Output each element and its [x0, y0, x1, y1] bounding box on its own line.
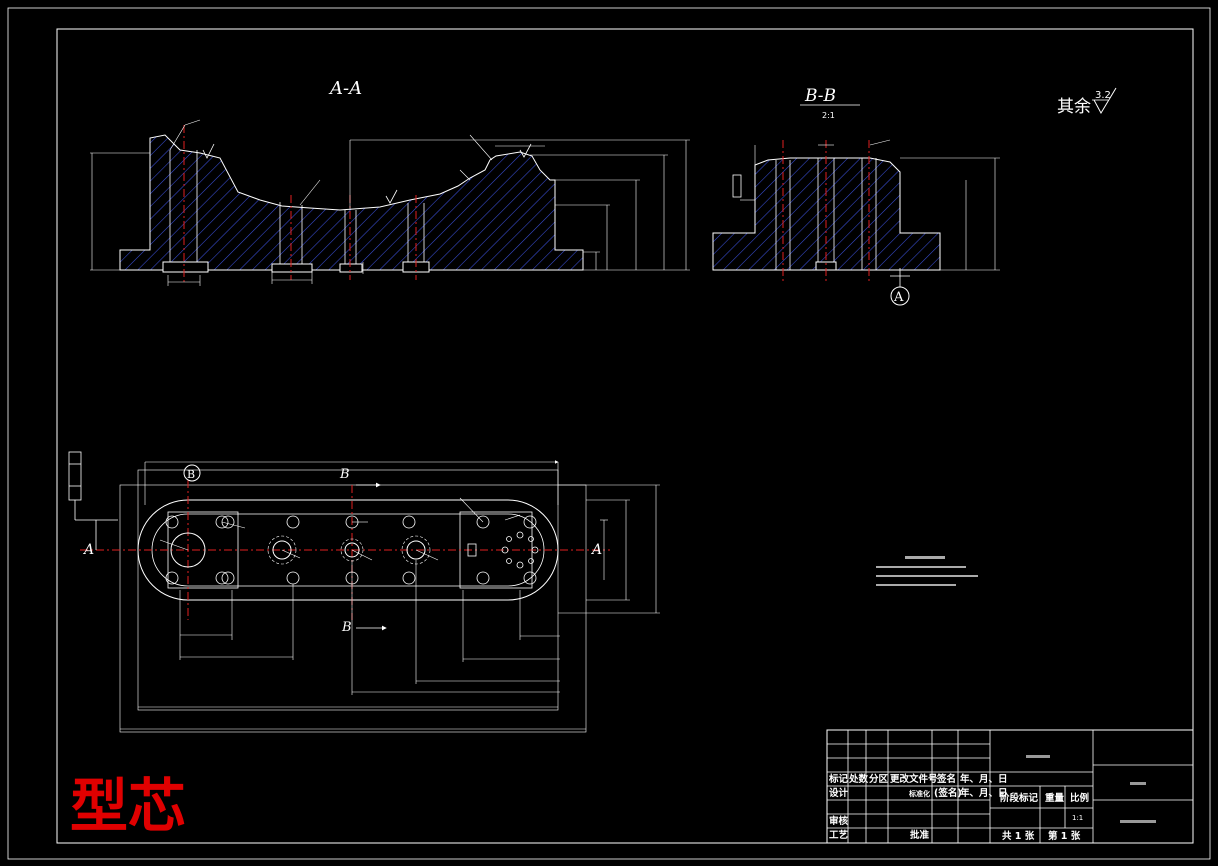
tb-review: 审核 [829, 815, 849, 827]
plan-view: A A B B B [68, 451, 660, 733]
section-aa-view: A-A [90, 78, 690, 286]
datum-b-circle-icon [183, 464, 201, 482]
tb-approve: 批准 [910, 829, 930, 841]
roughness-symbol-icon [1093, 87, 1117, 115]
plan-body-outline [137, 499, 559, 601]
datum-a-label: A [893, 290, 904, 305]
tb-count: 处数 [848, 773, 869, 785]
aa-counterbore-1 [162, 261, 209, 273]
tb-sheets-total: 共 1 张 [1002, 830, 1035, 842]
cut-mark-a-right: A [590, 542, 602, 558]
tb-design: 设计 [829, 787, 849, 799]
datum-a-circle-icon [890, 286, 910, 306]
cut-mark-b-bottom: B [341, 620, 352, 635]
sheet-outer-border [7, 7, 1211, 860]
section-bb-scale: 2:1 [822, 111, 835, 120]
plan-big-hole-left [170, 532, 206, 568]
sheet-inner-border [56, 28, 1194, 844]
tb-scale-value: 1:1 [1072, 814, 1083, 822]
section-aa-profile [119, 134, 584, 271]
tb-sign: 签名 [936, 773, 956, 785]
tb-mark: 标记 [828, 773, 849, 785]
section-aa-title: A-A [328, 78, 362, 99]
tb-date: 年、月、日 [960, 773, 1008, 785]
section-bb-view: B-B 2:1 A [712, 86, 1000, 306]
tb-doc: 更改文件号 [890, 773, 938, 785]
tb-sheet-no: 第 1 张 [1048, 830, 1081, 842]
surface-note-value: 3.2 [1095, 90, 1111, 101]
cut-mark-a-left: A [82, 542, 94, 558]
tb-stage: 阶段标记 [1000, 792, 1039, 804]
tb-scale: 比例 [1070, 792, 1089, 804]
aa-counterbore-3 [339, 263, 363, 273]
section-bb-profile [712, 157, 941, 271]
tb-standard: 标准化 [908, 789, 930, 798]
section-bb-title: B-B [804, 86, 836, 106]
tb-date2: 年、月、日 [960, 787, 1008, 799]
watermark-part-name: 型芯 [70, 772, 186, 840]
bb-tolerance-frame [732, 174, 742, 198]
surface-note-text: 其余 [1057, 97, 1091, 117]
cut-mark-b-top: B [339, 467, 350, 482]
title-block: 标记 处数 分区 更改文件号 签名 年、月、日 设计 标准化 (签名) 年、月、… [826, 729, 1194, 844]
datum-b-label: B [187, 468, 195, 481]
tb-zone: 分区 [869, 773, 889, 785]
technical-notes-block [876, 556, 978, 586]
aa-counterbore-2 [271, 263, 313, 273]
tb-sign2: (签名) [934, 787, 962, 799]
surface-roughness-note: 其余 3.2 [1057, 87, 1117, 117]
plan-tolerance-frame [68, 451, 82, 501]
tb-weight: 重量 [1045, 792, 1065, 804]
tb-process: 工艺 [829, 829, 849, 841]
